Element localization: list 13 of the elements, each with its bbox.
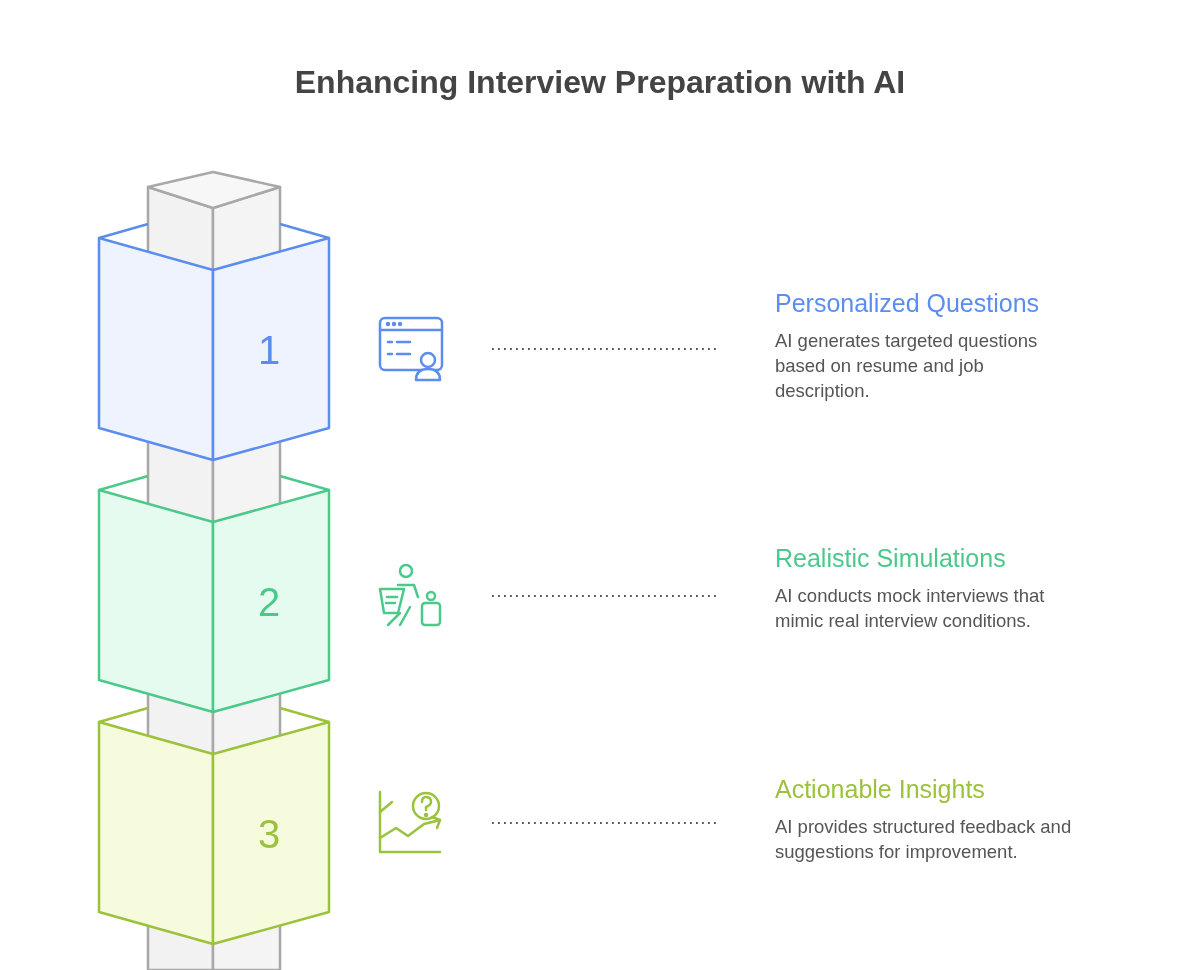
step-description: AI provides structured feedback and suggestions for improvement. [775, 815, 1073, 864]
title: Enhancing Interview Preparation with AI [293, 64, 907, 101]
step-heading: Personalized Questions [775, 289, 1041, 318]
step-description: AI generates targeted questions based on resume and job description. [775, 329, 1039, 403]
step-heading: Actionable Insights [775, 775, 986, 804]
person-laptop-icon [378, 563, 444, 629]
step-number: 1 [258, 328, 281, 373]
step-heading: Realistic Simulations [775, 544, 1007, 573]
step-number: 2 [258, 580, 281, 625]
step-number: 3 [258, 812, 281, 857]
profile-window-icon [378, 316, 444, 382]
chart-question-icon [378, 790, 444, 856]
step-description: AI conducts mock interviews that mimic real interview conditions. [775, 584, 1046, 633]
